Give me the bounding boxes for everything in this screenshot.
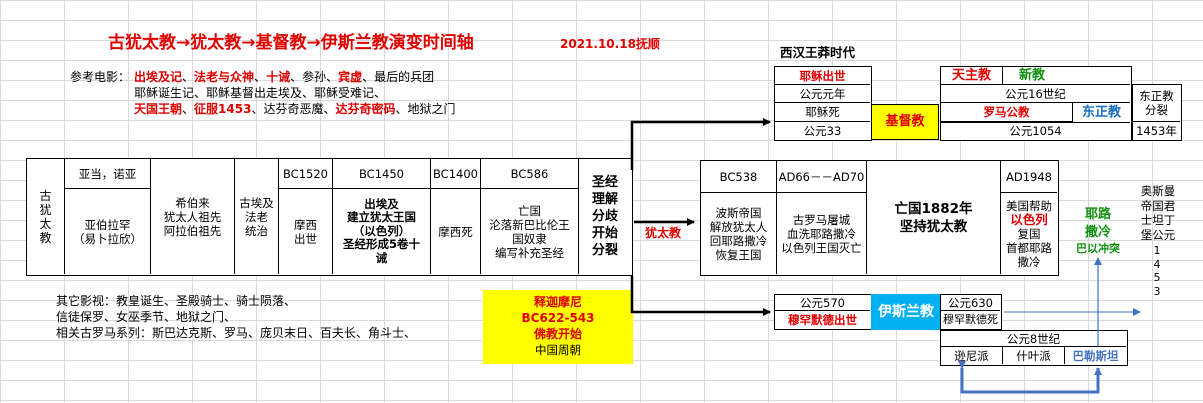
zhou-dynasty: 中国周朝 [535,343,581,357]
y1453-cell: 1453年 [1133,122,1180,139]
films-line1: 出埃及记、法老与众神、十诫、参孙、宾虚、最后的兵团 [134,70,434,84]
jesus-death-cell: 耶稣死 [775,103,870,122]
film-separator: 、 [182,70,195,84]
moses-birth-cell: 摩西 出世 [279,189,333,274]
bc586-cell: BC586 [481,159,579,189]
bc1400-cell: BC1400 [431,159,481,189]
orthodox-split-cell: 东正教 分裂 [1133,85,1180,122]
israel-text: 以色列 [1010,211,1048,227]
shia-cell: 什叶派 [1003,347,1065,364]
palestine-cell: 巴勒斯坦 [1065,347,1126,364]
adam-noah-cell: 亚当，诺亚 [65,159,151,189]
orthodox-cell: 东正教 [1081,104,1121,120]
year-one-cell: 公元元年 [775,85,870,103]
film-separator: 、达芬奇恶魔、 [251,102,336,116]
jerusalem-l2: 撒冷 [1084,225,1111,240]
sunni-cell: 逊尼派 [941,347,1003,364]
jerusalem-block: 耶路 撒冷 巴以冲突 [1070,206,1126,256]
film-separator: 、最后的兵团 [362,70,435,84]
bc1450-cell: BC1450 [333,159,431,189]
y630-cell: 公元630 [941,295,1000,311]
islam-split-block: 公元8世纪 逊尼派 什叶派 巴勒斯坦 [940,330,1128,366]
bc538-cell: BC538 [701,161,777,193]
others-line1: 其它影视：教皇诞生、圣殿骑士、骑士陨落、 [56,294,297,308]
arrow-to-islam [630,276,771,316]
film-title: 宾虚 [338,70,363,84]
israel-restore-cell: 美国帮助 以色列 复国 首都耶路 撒冷 [1001,193,1057,274]
buddha-name: 释迦摩尼 [533,295,582,309]
judaism-table: BC538 波斯帝国 解放犹太人 回耶路撒冷 恢复王国 AD66－－AD70 古… [700,160,1059,276]
islam-origin-block: 公元570 穆罕默德出世 [774,294,872,330]
islam-box: 伊斯兰教 [871,294,941,330]
bc1520-cell: BC1520 [279,159,333,189]
film-separator: 、 [254,70,267,84]
film-title: 法老与众神 [194,70,255,84]
film-title: 达芬奇密码 [335,102,396,116]
film-title: 天国王朝 [134,102,183,116]
buddha-years: BC622-543 [521,311,595,325]
scripture-split-cell: 圣经 理解 分歧 开始 分裂 [579,159,631,274]
christianity-box: 基督教 [871,104,939,140]
films-line2: 耶稣诞生记、耶稣基督出走埃及、耶稣受难记、 [134,86,387,100]
ottoman-year: 1 4 5 3 [1153,244,1161,298]
abraham-cell: 亚伯拉罕 （易卜拉欣） [65,189,151,274]
film-separator: 、参孙、 [290,70,339,84]
y570-cell: 公元570 [775,295,870,311]
islam-death-block: 公元630 穆罕默德死 [940,294,1002,330]
films-label: 参考电影： [70,70,131,84]
christianity-split-block: 天主教 新教 公元16世纪 罗马公教 东正教 公元1054 [940,66,1132,141]
film-title: 征服1453 [194,102,252,116]
restore-text: 复国 首都耶路 撒冷 [1006,226,1052,269]
film-title: 十诫 [266,70,291,84]
film-title: 出埃及记 [134,70,183,84]
exodus-cell: 出埃及 建立犹太王国 （以色列） 圣经形成5卷十 诫 [333,189,431,274]
film-separator: 、地狱之门 [395,102,456,116]
fallen-nation-cell: 亡国1882年 坚持犹太教 [867,161,1001,274]
buddhism-start: 佛教开始 [533,327,582,341]
muhammad-death-cell: 穆罕默德死 [941,311,1000,328]
others-line2: 信徒保罗、女巫季节、地狱之门、 [56,310,237,324]
film-separator: 、 [182,102,195,116]
conflict-label: 巴以冲突 [1076,242,1120,255]
exile-cell: 亡国 沦落新巴比伦王 国奴隶 编写补充圣经 [481,189,579,274]
others-line3: 相关古罗马系列：斯巴达克斯、罗马、庞贝末日、百夫长、角斗士、 [56,326,417,340]
ottoman-text: 奥斯曼 帝国君 士坦丁 堡公元 [1140,184,1176,242]
era-label: 西汉王莽时代 [780,45,856,60]
c16-cell: 公元16世纪 [941,85,1130,103]
y1054-cell: 公元1054 [941,122,1130,139]
ancient-judaism-table: 古 犹 太 教 亚当，诺亚 亚伯拉罕 （易卜拉欣） 希伯来 犹太人祖先 阿拉伯祖… [26,158,633,276]
us-help-text: 美国帮助 [1006,198,1052,213]
year33-cell: 公元33 [775,122,870,139]
christianity-origin-block: 耶稣出世 公元元年 耶稣死 公元33 [774,66,872,141]
title-date: 2021.10.18抚顺 [560,37,660,51]
ad1948-cell: AD1948 [1001,161,1057,193]
persia-cell: 波斯帝国 解放犹太人 回耶路撒冷 恢复王国 [701,193,777,274]
c8-cell: 公元8世纪 [941,331,1126,347]
muhammad-birth-cell: 穆罕默德出世 [775,311,870,328]
egypt-pharaoh-cell: 古埃及 法老 统治 [235,159,279,274]
sunni-palestine-link [958,361,1102,394]
films-line3: 天国王朝、征服1453、达芬奇恶魔、达芬奇密码、地狱之门 [134,102,455,116]
buddhism-box: 释迦摩尼 BC622-543 佛教开始 中国周朝 [483,290,633,364]
catholic-cell: 天主教 [941,67,1003,85]
jesus-birth-cell: 耶稣出世 [775,67,870,85]
hebrew-ancestors-cell: 希伯来 犹太人祖先 阿拉伯祖先 [151,159,235,274]
ancient-judaism-cell: 古 犹 太 教 [27,159,65,274]
jerusalem-l1: 耶路 [1084,207,1111,222]
orthodox-split-block: 东正教 分裂 1453年 [1132,84,1182,141]
protestant-cell: 新教 [1003,67,1130,85]
rome-siege-cell: 古罗马屠城 血洗耶路撒冷 以色列王国灭亡 [777,193,867,274]
moses-death-cell: 摩西死 [431,189,481,274]
ad66-70-cell: AD66－－AD70 [777,161,867,193]
roman-pope-cell: 罗马公教 [941,103,1073,122]
page-title: 古犹太教→犹太教→基督教→伊斯兰教演变时间轴 [108,33,474,53]
judaism-label: 犹太教 [645,226,682,240]
